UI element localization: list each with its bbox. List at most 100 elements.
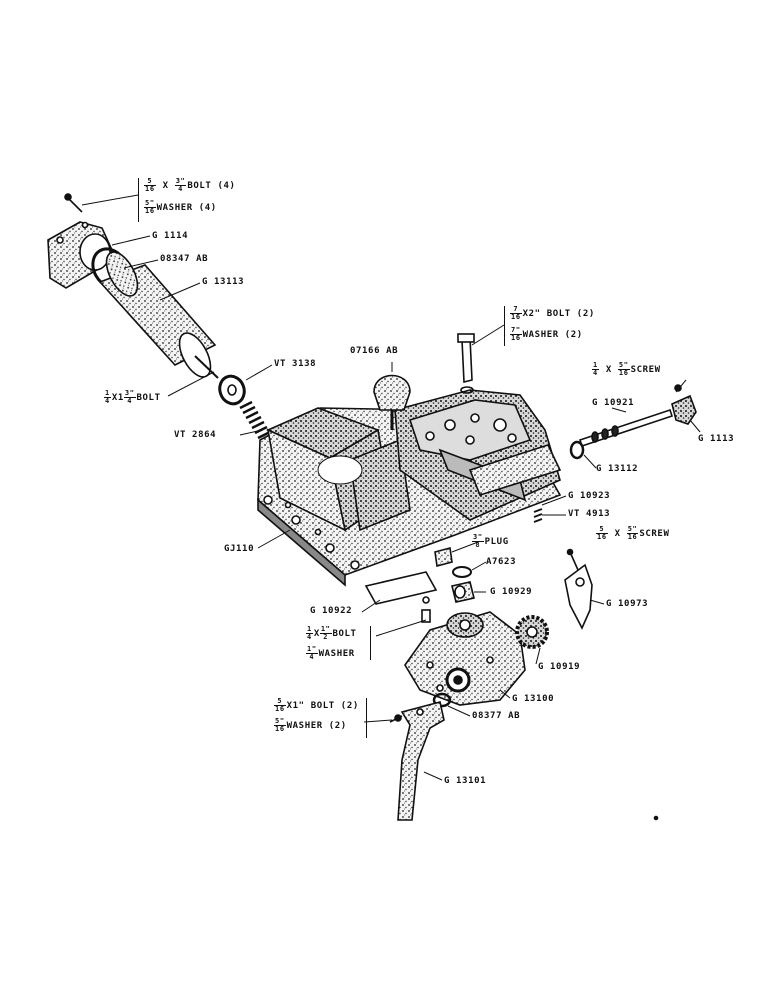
label-g10923: G 10923 — [568, 491, 611, 501]
callout-bar-top — [138, 178, 139, 222]
label-g13112: G 13112 — [596, 464, 639, 474]
frac: 3"8 — [472, 534, 484, 549]
label-vt4913: VT 4913 — [568, 509, 611, 519]
num: 1" — [306, 645, 318, 654]
text: WASHER — [318, 649, 355, 659]
frac: 1"4 — [306, 646, 318, 661]
pump-g13100 — [404, 611, 526, 706]
den: 16 — [145, 185, 155, 193]
bolt-top-left — [64, 193, 83, 213]
num: 5" — [144, 199, 156, 208]
den: 8 — [475, 541, 481, 549]
text: BOLT — [332, 629, 357, 639]
label-g1114: G 1114 — [152, 231, 189, 241]
long-bolt — [194, 355, 219, 379]
label-g1113: G 1113 — [698, 434, 735, 444]
spring-vt2864 — [239, 400, 271, 440]
num: 1 — [306, 625, 313, 634]
stray-dot — [653, 815, 659, 821]
frac: 7"16 — [510, 327, 522, 342]
num: 1 — [592, 361, 599, 370]
num2: 3" — [174, 177, 187, 186]
oring-08377ab — [432, 692, 452, 708]
mid: X1 — [111, 393, 124, 403]
frac: 5"16 — [274, 718, 286, 733]
den2: 16 — [627, 533, 638, 541]
num2: 1" — [319, 625, 332, 634]
num2: 3" — [123, 389, 136, 398]
num: 7 — [510, 306, 522, 314]
mid: X — [162, 181, 169, 191]
den: 4 — [593, 369, 598, 377]
den: 4 — [309, 653, 315, 661]
callout-bar-14x12 — [370, 626, 371, 660]
den: 16 — [145, 207, 155, 215]
label-g10929: G 10929 — [490, 587, 533, 597]
num: 5 — [144, 178, 156, 186]
frac2: 3"4 — [174, 177, 187, 193]
text: SCREW — [639, 529, 670, 539]
bolt-516x1 — [389, 714, 403, 723]
num: 1 — [104, 389, 111, 398]
den: 4 — [105, 397, 110, 405]
frac2: 5"16 — [626, 526, 639, 541]
den: 16 — [511, 313, 521, 321]
text: WASHER (2) — [286, 721, 347, 731]
rod-g10921 — [578, 408, 674, 448]
text: WASHER (4) — [156, 203, 217, 213]
label-07166ab: 07166 AB — [350, 346, 399, 356]
text: BOLT — [136, 393, 161, 403]
mid: X — [605, 365, 612, 375]
frac2: 5"16 — [617, 361, 630, 377]
den: 16 — [597, 533, 607, 541]
label-08347ab: 08347 AB — [160, 254, 209, 264]
flange-g1114 — [47, 221, 113, 289]
den: 16 — [275, 705, 285, 713]
num: 7" — [510, 326, 522, 335]
num: 5 — [596, 526, 608, 534]
den2: 2 — [323, 633, 329, 641]
bolt-14x12 — [421, 596, 431, 623]
text: BOLT (4) — [187, 181, 236, 191]
label-g10973: G 10973 — [606, 599, 649, 609]
washer-716 — [460, 386, 474, 394]
gasket-g10922 — [364, 571, 438, 605]
callout-bar-516x1 — [366, 698, 367, 738]
label-g10919: G 10919 — [538, 662, 581, 672]
num2: 5" — [617, 361, 630, 370]
frac2: 1"2 — [319, 625, 332, 641]
text: X1" BOLT (2) — [286, 701, 359, 711]
text: X2" BOLT (2) — [522, 309, 595, 319]
label-g13100: G 13100 — [512, 694, 555, 704]
num: 3" — [472, 533, 484, 542]
bolt-716x2 — [457, 333, 475, 384]
valve-body — [394, 389, 562, 521]
cylinder-g13113 — [98, 251, 217, 378]
label-vt3138: VT 3138 — [274, 359, 317, 369]
label-a7623: A7623 — [486, 557, 517, 567]
label-g13101: G 13101 — [444, 776, 487, 786]
den: 4 — [307, 633, 312, 641]
lever-g10973 — [564, 548, 593, 630]
callout-bar-716 — [504, 306, 505, 346]
label-g10921: G 10921 — [592, 398, 635, 408]
num: 5 — [274, 698, 286, 706]
